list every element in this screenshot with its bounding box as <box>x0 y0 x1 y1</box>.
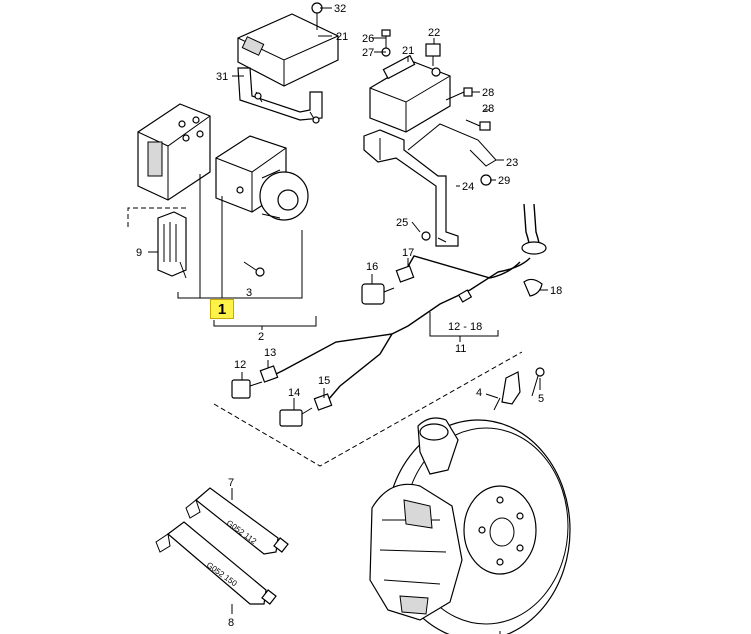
screw-3 <box>243 261 265 277</box>
callout-27: 27 <box>362 47 374 59</box>
callout-8: 8 <box>228 617 234 629</box>
bolt-28b <box>465 119 491 131</box>
wiring-harness <box>271 203 547 401</box>
callout-28-b: 28 <box>482 103 494 115</box>
callout-29: 29 <box>498 175 510 187</box>
nut-29 <box>480 174 492 186</box>
bracket-3 <box>177 292 303 299</box>
callout-11: 11 <box>455 343 466 355</box>
callout-3: 3 <box>246 287 252 299</box>
callout-14: 14 <box>288 387 300 399</box>
callout-28-a: 28 <box>482 87 494 99</box>
callout-24: 24 <box>462 181 474 193</box>
control-unit-21-right <box>369 54 451 133</box>
callout-13: 13 <box>264 347 276 359</box>
connector-14 <box>279 407 313 427</box>
group-line-9 <box>127 207 186 230</box>
highlighted-callout-label: 1 <box>217 300 227 318</box>
hydraulic-unit <box>215 135 309 221</box>
nut-25 <box>421 231 431 241</box>
connector-15 <box>313 393 333 411</box>
abs-housing <box>137 103 211 201</box>
bracket-31 <box>237 67 323 124</box>
group-line-harness <box>213 351 523 467</box>
callout-2: 2 <box>258 331 264 343</box>
callout-32: 32 <box>334 3 346 15</box>
connector-17 <box>395 265 415 283</box>
connector-9 <box>157 211 187 279</box>
bracket-2 <box>213 316 317 327</box>
callout-leaders <box>148 7 548 614</box>
callout-26: 26 <box>362 33 374 45</box>
callout-21-top: 21 <box>336 31 348 43</box>
bracket-11 <box>429 312 499 337</box>
callout-9: 9 <box>136 247 142 259</box>
callout-18: 18 <box>550 285 562 297</box>
callout-17: 17 <box>402 247 414 259</box>
wheel-sensor-4 <box>493 371 521 411</box>
callout-16: 16 <box>366 261 378 273</box>
callout-7: 7 <box>228 477 234 489</box>
brake-caliper <box>369 483 463 621</box>
connector-16 <box>361 283 395 305</box>
callout-21-right: 21 <box>402 45 414 57</box>
highlighted-callout-1[interactable]: 1 <box>210 299 234 319</box>
callout-12: 12 <box>234 359 246 371</box>
control-unit-21 <box>237 13 339 87</box>
callout-4: 4 <box>476 387 482 399</box>
wheel-hub-knuckle <box>417 417 459 475</box>
callout-15: 15 <box>318 375 330 387</box>
plug-22 <box>425 43 441 77</box>
callout-25: 25 <box>396 217 408 229</box>
callout-23: 23 <box>506 157 518 169</box>
connector-12 <box>231 379 263 399</box>
callout-31: 31 <box>216 71 228 83</box>
leader-25 <box>437 237 447 243</box>
bracket-24 <box>363 123 497 247</box>
connector-13 <box>259 365 279 383</box>
callout-12-18: 12 - 18 <box>448 321 482 333</box>
callout-22: 22 <box>428 27 440 39</box>
callout-5: 5 <box>538 393 544 405</box>
bolt-5 <box>531 367 545 397</box>
